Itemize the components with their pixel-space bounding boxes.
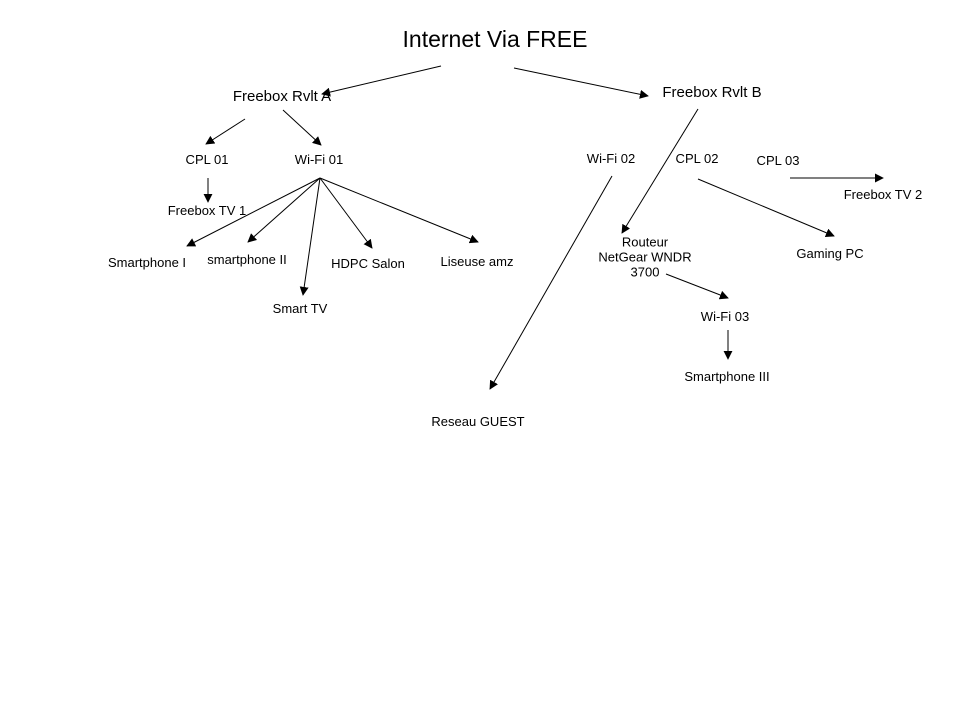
node-reseau-guest: Reseau GUEST	[431, 414, 525, 430]
node-smartphone-i: Smartphone I	[107, 255, 187, 271]
node-router-netgear: Routeur NetGear WNDR 3700	[598, 235, 691, 280]
node-smartphone-iii: Smartphone III	[684, 369, 770, 385]
router-line-1: Routeur	[621, 234, 669, 250]
node-cpl-02: CPL 02	[675, 151, 719, 167]
edge-internet-to-freebox-b	[513, 67, 649, 99]
node-hdpc-salon: HDPC Salon	[331, 256, 405, 272]
edge-wifi02-to-guest	[489, 175, 613, 390]
edge-freebox-a-to-wifi01	[282, 109, 322, 146]
edge-freebox-b-to-router	[621, 108, 699, 234]
node-freebox-tv-2: Freebox TV 2	[843, 187, 923, 203]
edge-router-to-wifi03	[665, 273, 729, 300]
edge-internet-to-freebox-a	[321, 65, 442, 97]
node-wifi-03: Wi-Fi 03	[700, 309, 750, 325]
node-smartphone-ii: smartphone II	[207, 252, 287, 268]
edge-wifi01-to-smartphone1	[186, 177, 321, 247]
edge-freebox-a-to-cpl01	[205, 118, 246, 145]
edge-wifi01-to-hdpc-salon	[319, 177, 373, 249]
router-line-2: NetGear WNDR	[598, 249, 692, 265]
node-freebox-rvlt-b: Freebox Rvlt B	[662, 84, 762, 101]
edge-cpl02-to-gaming-pc	[697, 178, 835, 238]
node-cpl-01: CPL 01	[185, 152, 229, 168]
node-freebox-tv-1: Freebox TV 1	[167, 203, 247, 219]
node-wifi-02: Wi-Fi 02	[586, 151, 636, 167]
node-gaming-pc: Gaming PC	[796, 246, 864, 262]
edge-wifi01-to-liseuse-amz	[319, 177, 479, 244]
router-line-3: 3700	[630, 264, 660, 280]
node-cpl-03: CPL 03	[756, 153, 800, 169]
node-smart-tv: Smart TV	[272, 301, 328, 317]
edge-wifi01-to-smartphone2	[247, 177, 321, 243]
node-freebox-rvlt-a: Freebox Rvlt A	[232, 88, 332, 105]
node-wifi-01: Wi-Fi 01	[294, 152, 344, 168]
edge-wifi01-to-smart-tv	[299, 177, 321, 296]
node-internet-via-free: Internet Via FREE	[402, 26, 588, 53]
node-liseuse-amz: Liseuse amz	[440, 254, 514, 270]
